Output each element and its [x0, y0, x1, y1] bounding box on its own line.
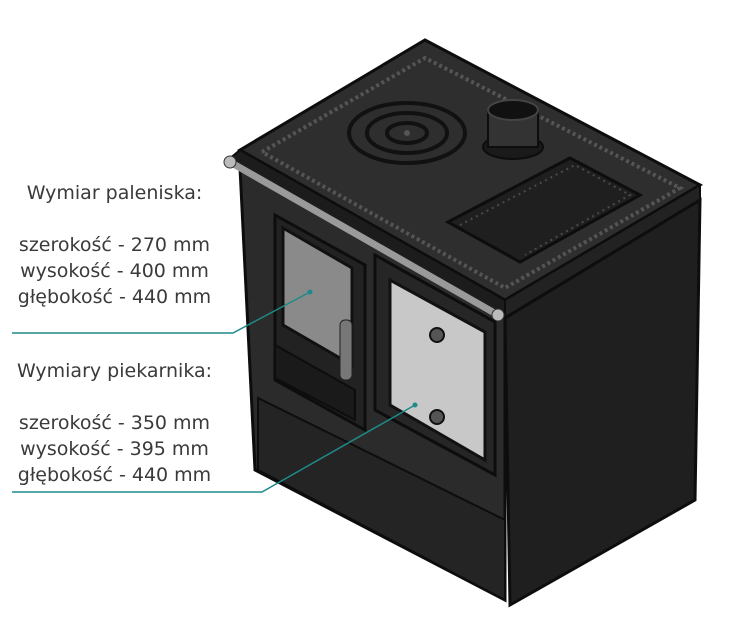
oven-height: wysokość - 395 mm [20, 438, 209, 460]
firebox-heading: Wymiar paleniska: [26, 182, 203, 204]
firebox-leader-line [12, 291, 311, 334]
grill-grate [444, 156, 644, 264]
stove-side [503, 197, 702, 608]
firebox-height: wysokość - 400 mm [20, 260, 209, 282]
oven-width: szerokość - 350 mm [18, 412, 211, 434]
hotplate-middle-ring [365, 111, 449, 155]
control-panel [274, 343, 356, 422]
oven-leader-line [12, 404, 416, 493]
stove-plinth [257, 396, 506, 602]
oven-knob-lower [429, 409, 445, 425]
oven-heading: Wymiary piekarnika: [16, 360, 213, 382]
oven-depth: głębokość - 440 mm [17, 464, 212, 486]
cooktop-border-pattern [261, 55, 685, 291]
firebox-handle [339, 319, 353, 381]
hotplate-inner-ring [385, 121, 429, 145]
firebox-depth: głębokość - 440 mm [17, 286, 212, 308]
firebox-dimensions: Wymiar paleniska: szerokość - 270 mm wys… [12, 180, 217, 310]
hotplate-outer-ring [347, 101, 467, 165]
firebox-width: szerokość - 270 mm [18, 234, 211, 256]
oven-leader-dot [412, 402, 418, 408]
firebox-leader-dot [307, 289, 313, 295]
hotplate-center [404, 130, 410, 136]
oven-knob-upper [429, 327, 445, 343]
flue-opening [487, 99, 539, 121]
grill-bars [459, 163, 633, 256]
oven-window [388, 277, 487, 463]
towel-rail [226, 158, 502, 319]
oven-dimensions: Wymiary piekarnika: szerokość - 350 mm w… [12, 358, 217, 488]
towel-rail-end-left [223, 155, 237, 169]
towel-rail-end-right [491, 308, 505, 322]
